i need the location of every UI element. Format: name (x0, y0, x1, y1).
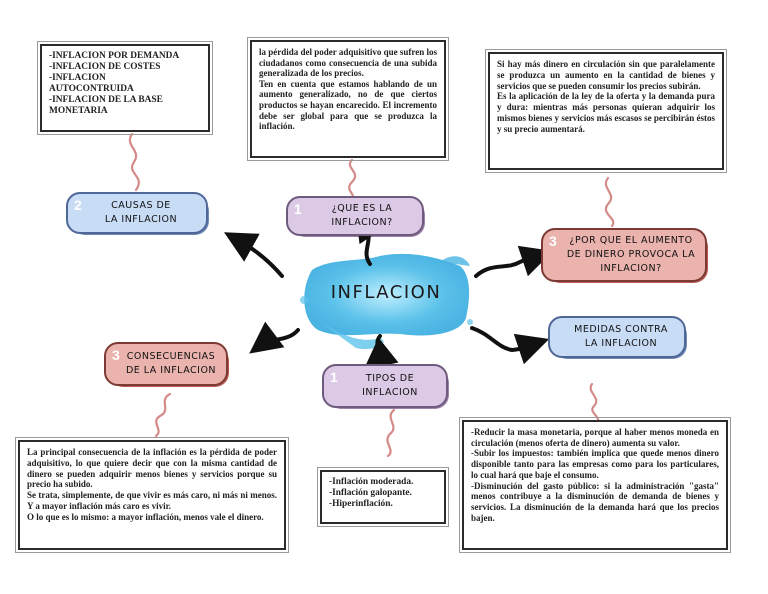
topic-number: 1 (294, 201, 303, 217)
box-consecuencias: La principal consecuencia de la inflació… (15, 437, 289, 553)
box-que-es: la pérdida del poder adquisitivo que suf… (247, 37, 449, 161)
box-causas: -INFLACION POR DEMANDA -INFLACION DE COS… (37, 41, 213, 135)
topic-label-line: ¿QUE ES LA (331, 203, 393, 214)
box-line: -INFLACION DE LA BASE (49, 95, 163, 105)
box-line: -Subir los impuestos: también implica qu… (471, 448, 719, 480)
topic-label-line: LA INFLACION (104, 214, 178, 225)
box-line: Es la aplicación de la ley de la oferta … (497, 91, 715, 134)
box-line: Ten en cuenta que estamos hablando de un… (259, 78, 437, 132)
box-line: La principal consecuencia de la inflació… (27, 447, 277, 490)
squiggles (128, 132, 615, 458)
topic-medidas-contra-la-inflacion[interactable]: MEDIDAS CONTRA LA INFLACION (548, 316, 687, 359)
topic-number: 1 (330, 369, 339, 385)
topic-consecuencias-de-la-inflacion[interactable]: 3 CONSECUENCIAS DE LA INFLACION (104, 342, 229, 387)
box-line: O lo que es lo mismo: a mayor inflación,… (27, 511, 264, 522)
topic-label-line: TIPOS DE (365, 373, 415, 384)
box-line: -Inflación galopante. (329, 488, 412, 498)
topic-label-line: INFLACION (362, 387, 418, 398)
topic-label-line: INFLACION? (331, 217, 393, 228)
topic-label-line: CAUSAS DE (111, 200, 171, 211)
box-line: -Reducir la masa monetaria, porque al ha… (471, 427, 719, 448)
box-medidas: -Reducir la masa monetaria, porque al ha… (459, 417, 731, 553)
box-line: -Disminución del gasto público: si la ad… (471, 480, 719, 523)
topic-tipos-de-inflacion[interactable]: 1 TIPOS DE INFLACION (322, 364, 449, 409)
topic-number: 3 (112, 347, 121, 363)
topic-label-line: DE DINERO PROVOCA LA (566, 249, 696, 260)
topic-que-es-la-inflacion[interactable]: 1 ¿QUE ES LA INFLACION? (286, 196, 425, 237)
box-line: -Hiperinflación. (329, 499, 393, 509)
box-line: -INFLACION (49, 73, 106, 83)
box-por-que: Si hay más dinero en circulación sin que… (485, 49, 727, 173)
box-line: MONETARIA (49, 106, 108, 116)
box-line: AUTOCONTRUIDA (49, 84, 134, 94)
box-line: -Inflación moderada. (329, 477, 414, 487)
topic-label-line: MEDIDAS CONTRA (574, 324, 668, 335)
topic-label-line: LA INFLACION (584, 338, 658, 349)
central-title-text: INFLACION (330, 282, 442, 303)
box-tipos: -Inflación moderada. -Inflación galopant… (317, 467, 449, 527)
box-line: la pérdida del poder adquisitivo que suf… (259, 47, 437, 79)
topic-causas-de-la-inflacion[interactable]: 2 CAUSAS DE LA INFLACION (66, 192, 209, 235)
box-line: Si hay más dinero en circulación sin que… (497, 59, 715, 91)
central-title: INFLACION (305, 262, 467, 334)
topic-label-line: DE LA INFLACION (125, 365, 217, 376)
topic-number: 3 (549, 233, 558, 249)
topic-por-que-aumento-dinero[interactable]: 3 ¿POR QUE EL AUMENTO DE DINERO PROVOCA … (541, 228, 708, 283)
box-line: -INFLACION POR DEMANDA (49, 51, 180, 61)
topic-label-line: CONSECUENCIAS (126, 351, 216, 362)
topic-label-line: INFLACION? (600, 263, 662, 274)
box-line: -INFLACION DE COSTES (49, 62, 161, 72)
topic-number: 2 (74, 197, 83, 213)
box-line: Se trata, simplemente, de que vivir es m… (27, 490, 277, 511)
topic-label-line: ¿POR QUE EL AUMENTO (569, 235, 693, 246)
